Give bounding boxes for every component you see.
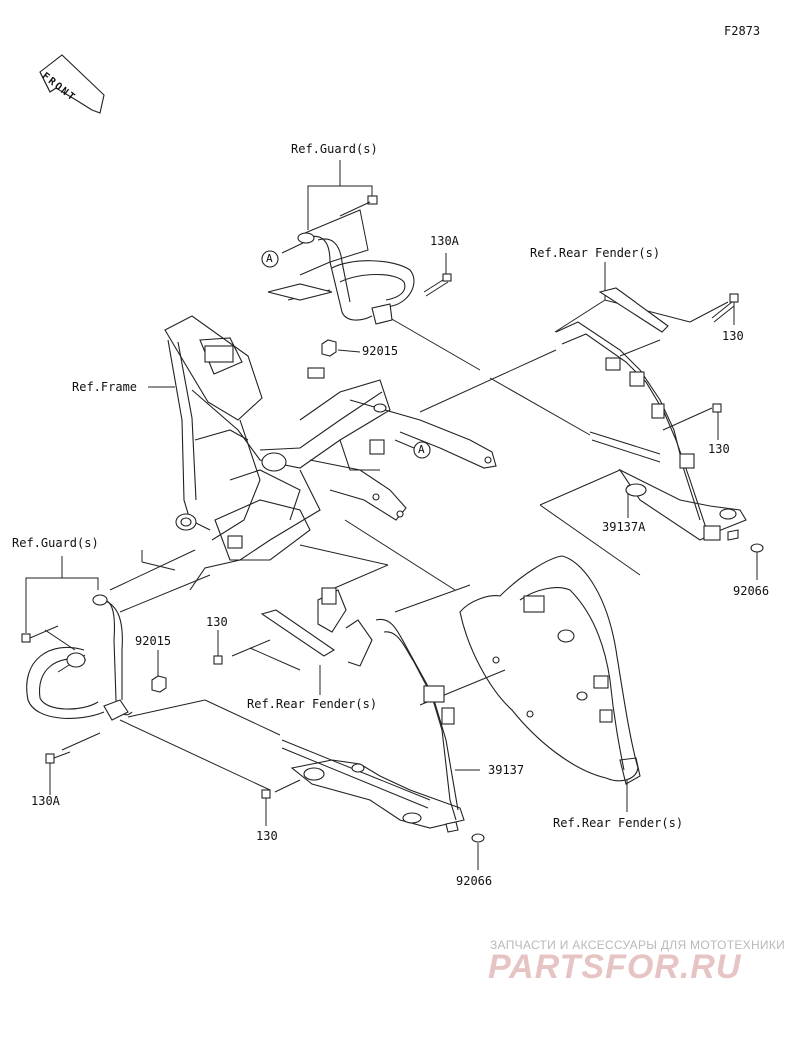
part-92066-right[interactable]: 92066 (733, 584, 770, 598)
ref-rear-fender-mid-label[interactable]: Ref.Rear Fender(s) (247, 697, 378, 711)
nut-92015-left-icon (151, 675, 167, 693)
callout-a-mid-label: A (418, 443, 425, 456)
bolt-130-mid-icon (213, 655, 223, 665)
callout-a-top-label: A (266, 252, 273, 265)
bolt-130-right-mid-icon (712, 403, 722, 413)
rear-bracket-39137 (281, 618, 465, 833)
front-arrow-icon (39, 54, 105, 114)
bolt-130a-bottom-icon (45, 751, 71, 764)
part-130-right-top[interactable]: 130 (722, 329, 744, 343)
callout-a-top (261, 250, 279, 268)
ref-rear-fender-top-label[interactable]: Ref.Rear Fender(s) (530, 246, 661, 260)
ref-frame-label[interactable]: Ref.Frame (72, 380, 138, 394)
part-39137[interactable]: 39137 (488, 763, 525, 777)
cap-92066-bottom-icon (471, 833, 485, 843)
part-130-mid[interactable]: 130 (206, 615, 228, 629)
cap-92066-right-icon (750, 543, 764, 553)
left-guard-tube (26, 594, 133, 721)
part-130a-bottom[interactable]: 130A (31, 794, 60, 808)
callout-a-mid (394, 439, 431, 459)
leader-lines (25, 160, 758, 870)
part-92015-top[interactable]: 92015 (362, 344, 399, 358)
part-130-right-mid[interactable]: 130 (708, 442, 730, 456)
bolt-130a-top-icon (423, 273, 452, 297)
part-130-bottom[interactable]: 130 (256, 829, 278, 843)
watermark-logo: PARTSFOR.RU (488, 948, 742, 986)
bolt-130-right-top-icon (711, 293, 739, 323)
bolt-left-guard-icon (21, 625, 59, 643)
watermark-tagline: ЗАПЧАСТИ И АКСЕССУАРЫ ДЛЯ МОТОТЕХНИКИ (490, 938, 786, 952)
mid-rear-fender-bracket (260, 587, 373, 667)
bolt-130-bottom-icon (261, 789, 271, 799)
figure-code: F2873 (724, 24, 761, 38)
rear-bracket-39137a (555, 287, 747, 541)
rear-fender (459, 555, 641, 785)
part-130a-top[interactable]: 130A (430, 234, 459, 248)
frame-body (164, 315, 497, 591)
ref-guard-left-label[interactable]: Ref.Guard(s) (12, 536, 99, 550)
bolt-top-guard-icon (339, 195, 378, 217)
top-guard-tube (267, 232, 415, 325)
ref-rear-fender-bottom-label[interactable]: Ref.Rear Fender(s) (553, 816, 684, 830)
part-92015-left[interactable]: 92015 (135, 634, 172, 648)
ref-guard-top-label[interactable]: Ref.Guard(s) (291, 142, 378, 156)
part-39137a[interactable]: 39137A (602, 520, 646, 534)
part-92066-bottom[interactable]: 92066 (456, 874, 493, 888)
nut-92015-top-icon (321, 339, 337, 357)
